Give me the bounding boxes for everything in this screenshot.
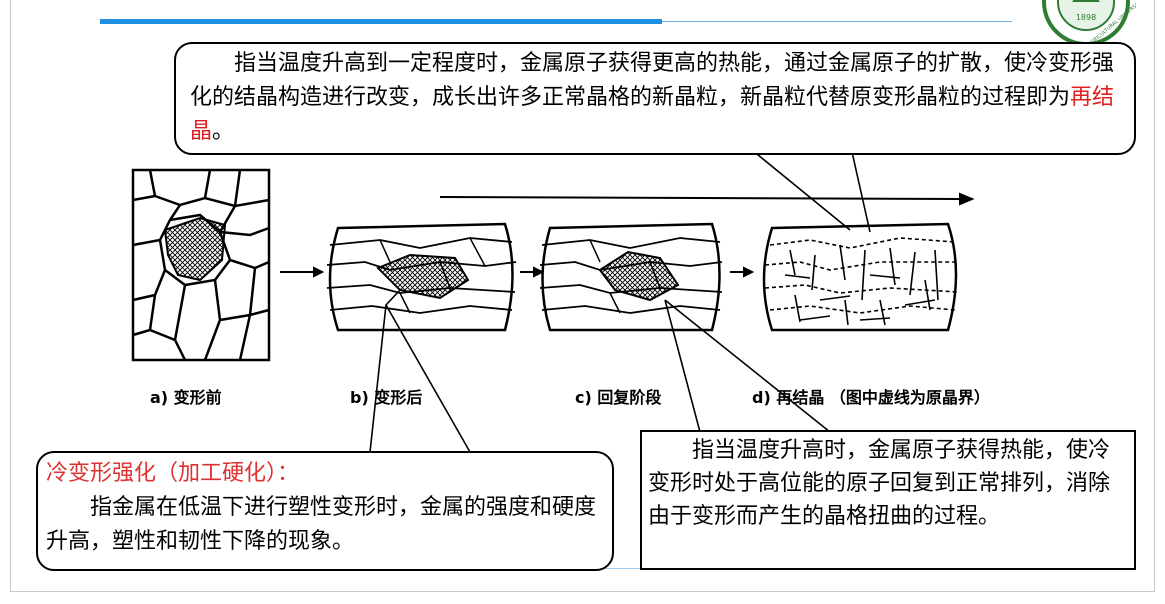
panel-a-undeformed-grains xyxy=(131,168,271,362)
recovery-body: 指当温度升高时，金属原子获得热能，使冷变形时处于高位能的原子回复到正常排列，消除… xyxy=(648,438,1111,529)
caption-c: c) 回复阶段 xyxy=(575,388,662,407)
callout-recovery: 指当温度升高时，金属原子获得热能，使冷变形时处于高位能的原子回复到正常排列，消除… xyxy=(640,430,1136,570)
slide-frame xyxy=(10,0,1155,592)
recrystallization-period: 。 xyxy=(212,119,235,144)
panel-c-recovery xyxy=(539,222,723,332)
university-logo: 1898 AGRICULTURAL UNIVERSITY xyxy=(1042,0,1136,44)
callout-recrystallization: 指当温度升高到一定程度时，金属原子获得更高的热能，通过金属原子的扩散，使冷变形强… xyxy=(174,42,1136,155)
caption-a: a) 变形前 xyxy=(150,388,222,407)
logo-year: 1898 xyxy=(1076,13,1096,22)
recrystallization-term: 再结晶 xyxy=(190,85,1115,144)
header-accent-line xyxy=(662,21,1012,22)
panel-b-deformed-grains xyxy=(326,222,517,332)
arrow-c-to-d xyxy=(730,266,755,278)
caption-d: d) 再结晶 （图中虚线为原晶界） xyxy=(752,388,990,407)
recrystallization-text: 指当温度升高到一定程度时，金属原子获得更高的热能，通过金属原子的扩散，使冷变形强… xyxy=(190,51,1115,110)
callout-work-hardening: 冷变形强化（加工硬化）： 指金属在低温下进行塑性变形时，金属的强度和硬度升高，塑… xyxy=(36,451,614,571)
panel-d-recrystallization xyxy=(762,222,959,332)
arrow-a-to-b xyxy=(280,266,325,278)
caption-b: b) 变形后 xyxy=(350,388,423,407)
work-hardening-body: 指金属在低温下进行塑性变形时，金属的强度和硬度升高，塑性和韧性下降的现象。 xyxy=(46,495,597,554)
leader-lines xyxy=(369,149,871,453)
process-arrow xyxy=(439,192,975,206)
arrow-b-to-c xyxy=(520,266,545,278)
header-accent-bar xyxy=(100,19,662,24)
work-hardening-title: 冷变形强化（加工硬化）： xyxy=(46,461,300,486)
